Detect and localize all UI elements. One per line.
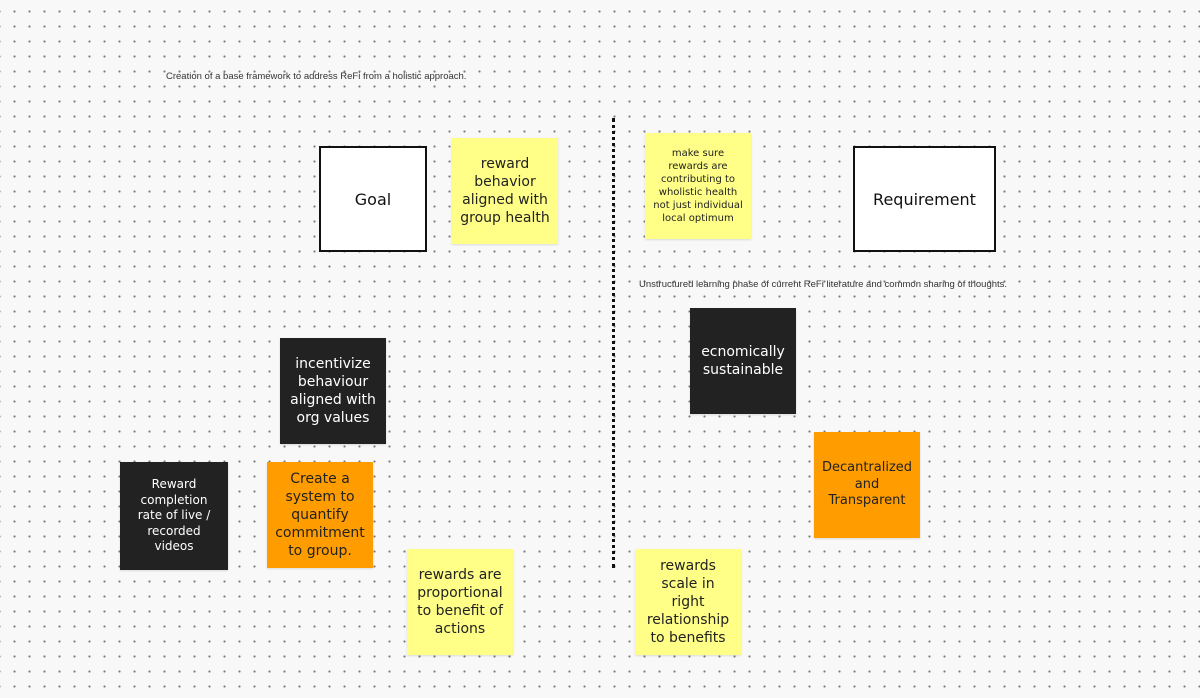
frame-requirement[interactable]: Requirement — [853, 146, 996, 252]
sticky-rewards-scale[interactable]: rewards scale in right relationship to b… — [635, 549, 741, 655]
sticky-text: Decantralized and Transparent — [821, 459, 913, 509]
sticky-incentivize[interactable]: incentivize behaviour aligned with org v… — [280, 338, 386, 444]
sticky-make-sure-rewards[interactable]: make sure rewards are contributing to wh… — [645, 133, 751, 239]
sticky-text: incentivize behaviour aligned with org v… — [290, 355, 376, 427]
sticky-text: ecnomically sustainable — [701, 343, 785, 378]
sticky-rewards-proportional[interactable]: rewards are proportional to benefit of a… — [407, 549, 513, 655]
frame-goal[interactable]: Goal — [319, 146, 427, 252]
caption-right: Unstructured learning phase of current R… — [639, 279, 1008, 290]
sticky-reward-behavior[interactable]: reward behavior aligned with group healt… — [452, 138, 558, 244]
vertical-divider — [612, 118, 615, 568]
sticky-text: rewards scale in right relationship to b… — [646, 557, 730, 647]
sticky-text: Create a system to quantify commitment t… — [275, 470, 365, 560]
sticky-reward-completion[interactable]: Reward completion rate of live / recorde… — [120, 462, 228, 570]
sticky-text: reward behavior aligned with group healt… — [460, 155, 550, 227]
frame-goal-label: Goal — [354, 189, 392, 209]
sticky-text: rewards are proportional to benefit of a… — [417, 566, 503, 638]
caption-top: Creation of a base framework to address … — [166, 71, 467, 82]
sticky-decentralized[interactable]: Decantralized and Transparent — [814, 432, 920, 538]
sticky-text: Reward completion rate of live / recorde… — [137, 477, 211, 554]
sticky-create-system[interactable]: Create a system to quantify commitment t… — [267, 462, 373, 568]
sticky-economically[interactable]: ecnomically sustainable — [690, 308, 796, 414]
frame-requirement-label: Requirement — [873, 189, 976, 209]
sticky-text: make sure rewards are contributing to wh… — [653, 148, 743, 224]
